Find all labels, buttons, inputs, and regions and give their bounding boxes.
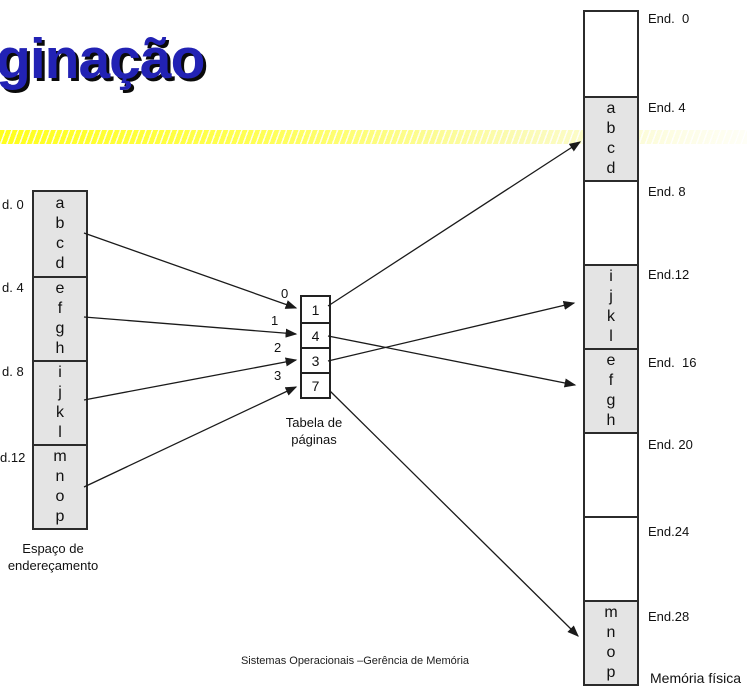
address-space-caption: Espaço de endereçamento [7, 541, 99, 573]
arrow-entry3-to-frame7 [329, 390, 579, 637]
memory-label-5: End. 20 [648, 437, 693, 452]
address-space-label-1: d. 4 [2, 280, 24, 295]
page-table-index-3: 3 [274, 368, 282, 383]
address-space-label-3: d.12 [0, 450, 26, 465]
arrow-page0-to-entry0 [83, 232, 298, 309]
page-table-entry-0: 1 [302, 297, 329, 322]
memory-frame-5 [585, 432, 637, 516]
arrow-page1-to-entry1 [83, 316, 298, 338]
page-table: 1 4 3 7 [300, 295, 331, 399]
memory-frame-3: i j k l [585, 264, 637, 348]
physical-memory-caption: Memória física [650, 670, 742, 686]
memory-label-3: End.12 [648, 267, 690, 282]
address-space-page-3: m n o p [34, 444, 86, 528]
address-space-column: a b c d e f g h i j k l m n o p [32, 190, 88, 530]
memory-frame-4: e f g h [585, 348, 637, 432]
arrow-entry0-to-frame1 [327, 141, 582, 307]
page-title: ginação [0, 27, 205, 91]
memory-label-7: End.28 [648, 609, 690, 624]
physical-memory-column: a b c d i j k l e f g h m n o p [583, 10, 639, 686]
page-table-index-0: 0 [281, 286, 289, 301]
page-table-index-2: 2 [274, 340, 282, 355]
page-table-entry-2: 3 [302, 347, 329, 372]
arrow-page2-to-entry2 [83, 357, 298, 401]
arrow-entry1-to-frame4 [327, 335, 577, 388]
memory-label-1: End. 4 [648, 100, 686, 115]
address-space-label-0: d. 0 [2, 197, 24, 212]
memory-label-4: End. 16 [648, 355, 697, 370]
address-space-label-2: d. 8 [2, 364, 24, 379]
page-table-entry-1: 4 [302, 322, 329, 347]
memory-frame-1: a b c d [585, 96, 637, 180]
memory-frame-2 [585, 180, 637, 264]
memory-frame-6 [585, 516, 637, 600]
accent-band [0, 130, 747, 144]
memory-frame-0 [585, 12, 637, 96]
page-table-entry-3: 7 [302, 372, 329, 397]
memory-label-0: End. 0 [648, 11, 690, 26]
address-space-page-0: a b c d [34, 192, 86, 276]
memory-label-6: End.24 [648, 524, 690, 539]
address-space-page-2: i j k l [34, 360, 86, 444]
memory-label-2: End. 8 [648, 184, 686, 199]
address-space-page-1: e f g h [34, 276, 86, 360]
page-table-index-1: 1 [271, 313, 279, 328]
page-table-caption: Tabela de páginas [285, 415, 343, 447]
memory-frame-7: m n o p [585, 600, 637, 684]
slide-footer: Sistemas Operacionais –Gerência de Memór… [240, 655, 470, 667]
arrow-entry2-to-frame3 [327, 300, 576, 362]
